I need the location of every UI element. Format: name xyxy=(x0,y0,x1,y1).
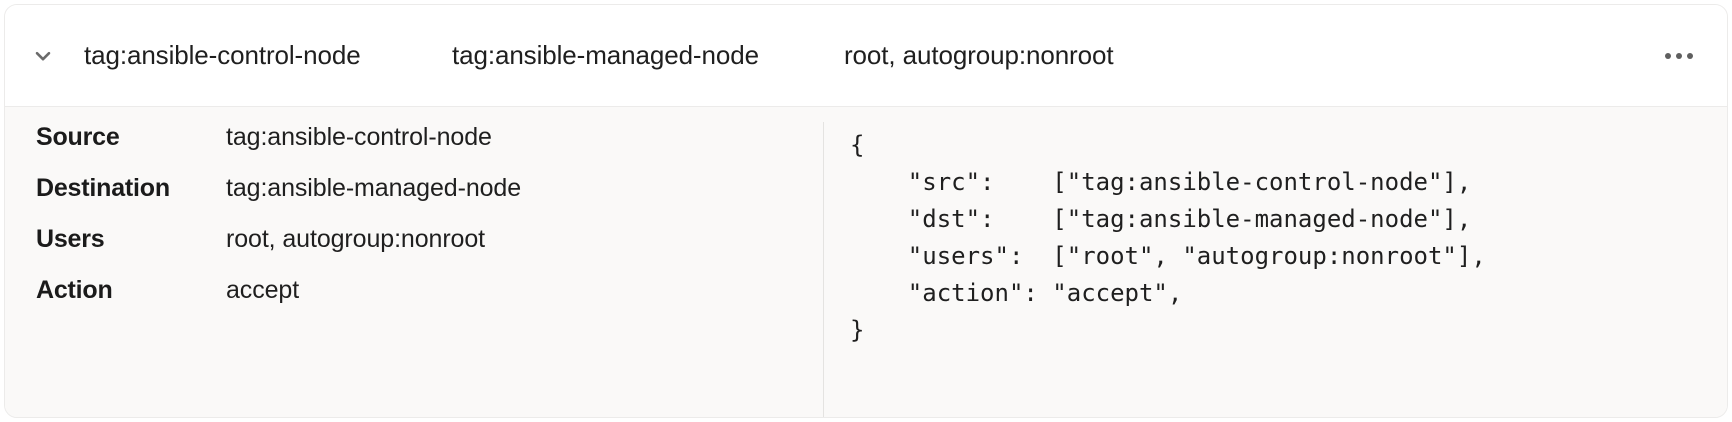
detail-value: tag:ansible-control-node xyxy=(226,123,492,151)
expand-collapse-button[interactable] xyxy=(25,38,61,74)
acl-rule-header[interactable]: tag:ansible-control-node tag:ansible-man… xyxy=(5,5,1727,107)
code-panel-divider xyxy=(823,122,824,417)
ellipsis-horizontal-icon xyxy=(1665,53,1671,59)
header-users-label: root, autogroup:nonroot xyxy=(844,40,1114,70)
ellipsis-horizontal-icon xyxy=(1687,53,1693,59)
detail-label: Source xyxy=(36,123,120,151)
detail-label: Users xyxy=(36,225,105,253)
ellipsis-horizontal-icon xyxy=(1676,53,1682,59)
detail-row-destination: Destination tag:ansible-managed-node xyxy=(36,174,796,225)
chevron-down-icon xyxy=(32,45,54,67)
detail-value: accept xyxy=(226,276,300,304)
rule-detail-list: Source tag:ansible-control-node Destinat… xyxy=(36,123,796,327)
header-destination-label: tag:ansible-managed-node xyxy=(452,40,759,70)
acl-rule-body: Source tag:ansible-control-node Destinat… xyxy=(5,107,1727,417)
acl-json-snippet: { "src": ["tag:ansible-control-node"], "… xyxy=(850,131,1486,344)
detail-value: tag:ansible-managed-node xyxy=(226,174,522,202)
detail-row-action: Action accept xyxy=(36,276,796,327)
detail-row-source: Source tag:ansible-control-node xyxy=(36,123,796,174)
detail-row-users: Users root, autogroup:nonroot xyxy=(36,225,796,276)
more-options-button[interactable] xyxy=(1657,37,1701,75)
acl-rule-card: tag:ansible-control-node tag:ansible-man… xyxy=(4,4,1728,418)
header-source-label: tag:ansible-control-node xyxy=(84,40,361,70)
detail-label: Action xyxy=(36,276,113,304)
detail-label: Destination xyxy=(36,174,170,202)
detail-value: root, autogroup:nonroot xyxy=(226,225,486,253)
